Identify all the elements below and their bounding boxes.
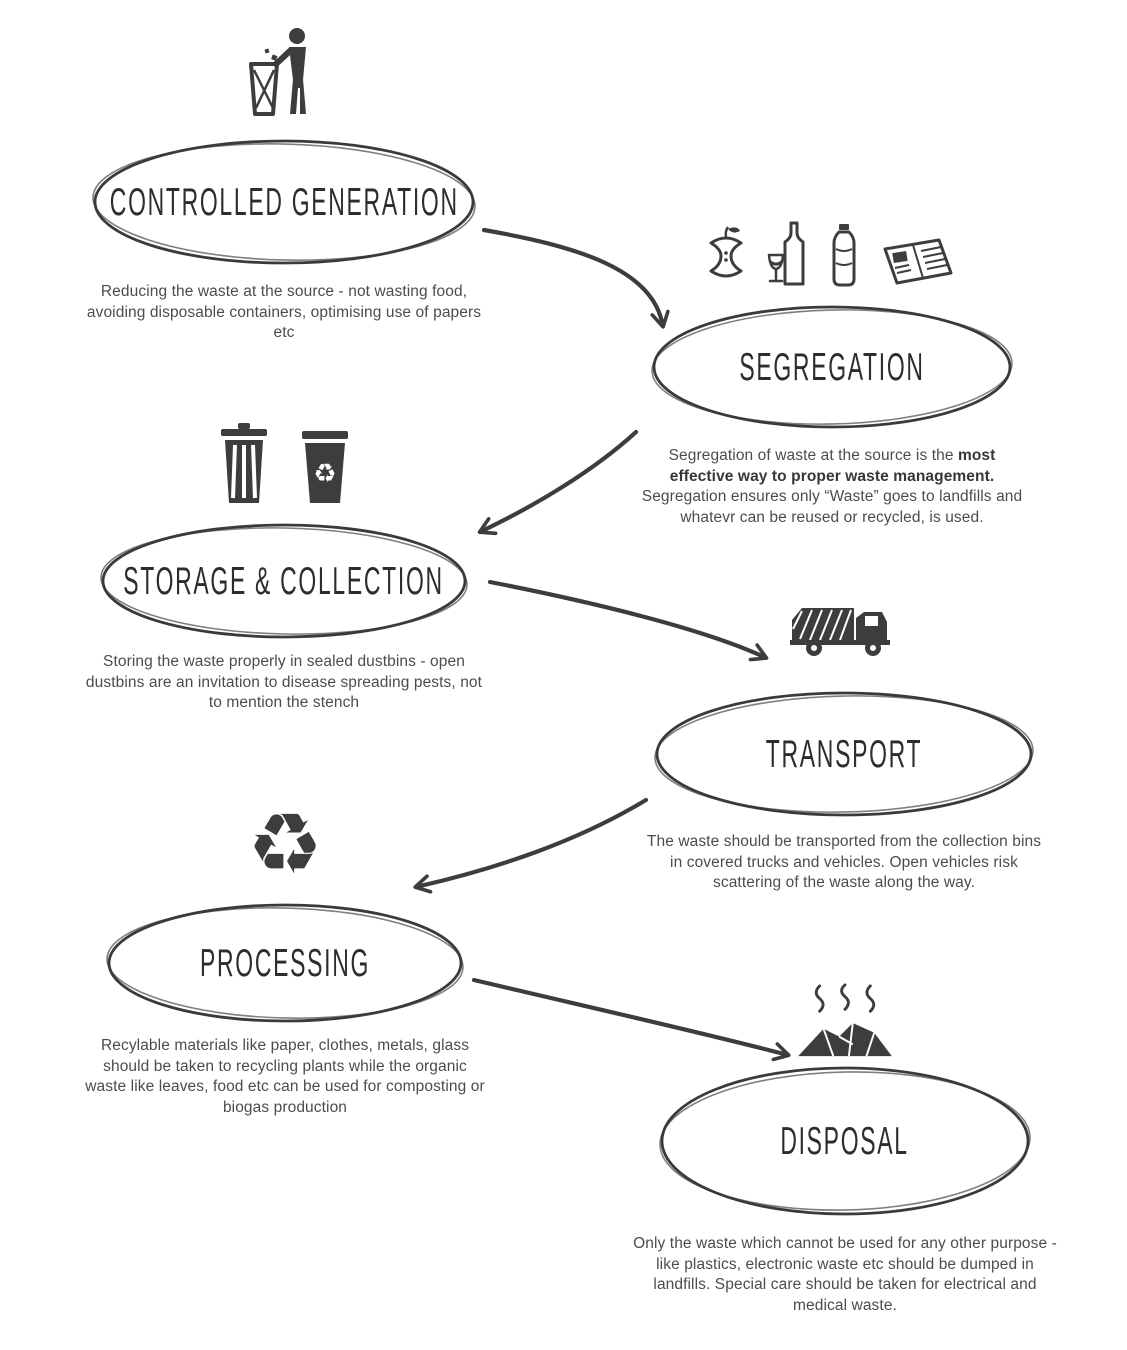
step-processing: ♻ PROCESSING Recylable materials like pa… xyxy=(85,798,484,1118)
step-controlled-generation: CONTROLLED GENERATION Reducing the waste… xyxy=(86,26,482,344)
newspaper-icon xyxy=(879,237,957,292)
storage-icons: ♻ xyxy=(218,423,350,510)
apple-core-icon xyxy=(707,225,745,292)
segregation-icons xyxy=(707,221,957,292)
step-title: DISPOSAL xyxy=(780,1118,910,1163)
description-pre: Segregation of waste at the source is th… xyxy=(668,447,958,464)
step-segregation: SEGREGATION Segregation of waste at the … xyxy=(640,221,1024,528)
ellipse-controlled-generation: CONTROLLED GENERATION xyxy=(88,134,480,270)
step-title: TRANSPORT xyxy=(765,731,923,776)
person-throwing-trash-icon xyxy=(245,26,323,118)
ellipse-segregation: SEGREGATION xyxy=(648,300,1016,434)
step-title: STORAGE & COLLECTION xyxy=(123,558,445,603)
arrow-generation-to-segregation xyxy=(481,227,670,329)
recycle-glyph-on-bin: ♻ xyxy=(313,459,336,489)
description-bold: most effective way to proper waste manag… xyxy=(669,447,996,485)
arrow-segregation-to-storage xyxy=(477,429,639,536)
recycle-bin-icon: ♻ xyxy=(300,427,350,510)
ellipse-processing: PROCESSING xyxy=(103,898,467,1028)
water-bottle-icon xyxy=(831,223,857,292)
step-transport: TRANSPORT The waste should be transporte… xyxy=(646,598,1042,894)
step-description: Segregation of waste at the source is th… xyxy=(636,446,1028,528)
ellipse-disposal: DISPOSAL xyxy=(656,1062,1034,1220)
ellipse-transport: TRANSPORT xyxy=(650,686,1038,822)
trash-can-icon xyxy=(218,421,270,510)
step-title: CONTROLLED GENERATION xyxy=(109,179,459,224)
description-post: Segregation ensures only “Waste” goes to… xyxy=(641,488,1023,526)
step-disposal: DISPOSAL Only the waste which cannot be … xyxy=(630,982,1060,1316)
step-description: Only the waste which cannot be used for … xyxy=(633,1235,1057,1314)
wine-bottle-and-glass-icon xyxy=(767,221,809,292)
step-storage-collection: ♻ STORAGE & COLLECTION Storing the waste… xyxy=(85,423,483,714)
step-description: The waste should be transported from the… xyxy=(646,833,1042,892)
step-description: Recylable materials like paper, clothes,… xyxy=(85,1037,485,1116)
step-description: Storing the waste properly in sealed dus… xyxy=(85,653,483,712)
step-title: SEGREGATION xyxy=(739,344,925,389)
step-title: PROCESSING xyxy=(199,940,371,985)
landfill-icon xyxy=(789,982,901,1060)
ellipse-storage-collection: STORAGE & COLLECTION xyxy=(97,518,471,644)
garbage-truck-icon xyxy=(788,598,900,658)
recycling-symbol-glyph: ♻ xyxy=(247,795,323,893)
recycling-symbol-icon: ♻ xyxy=(247,798,322,890)
step-description: Reducing the waste at the source - not w… xyxy=(86,283,482,342)
